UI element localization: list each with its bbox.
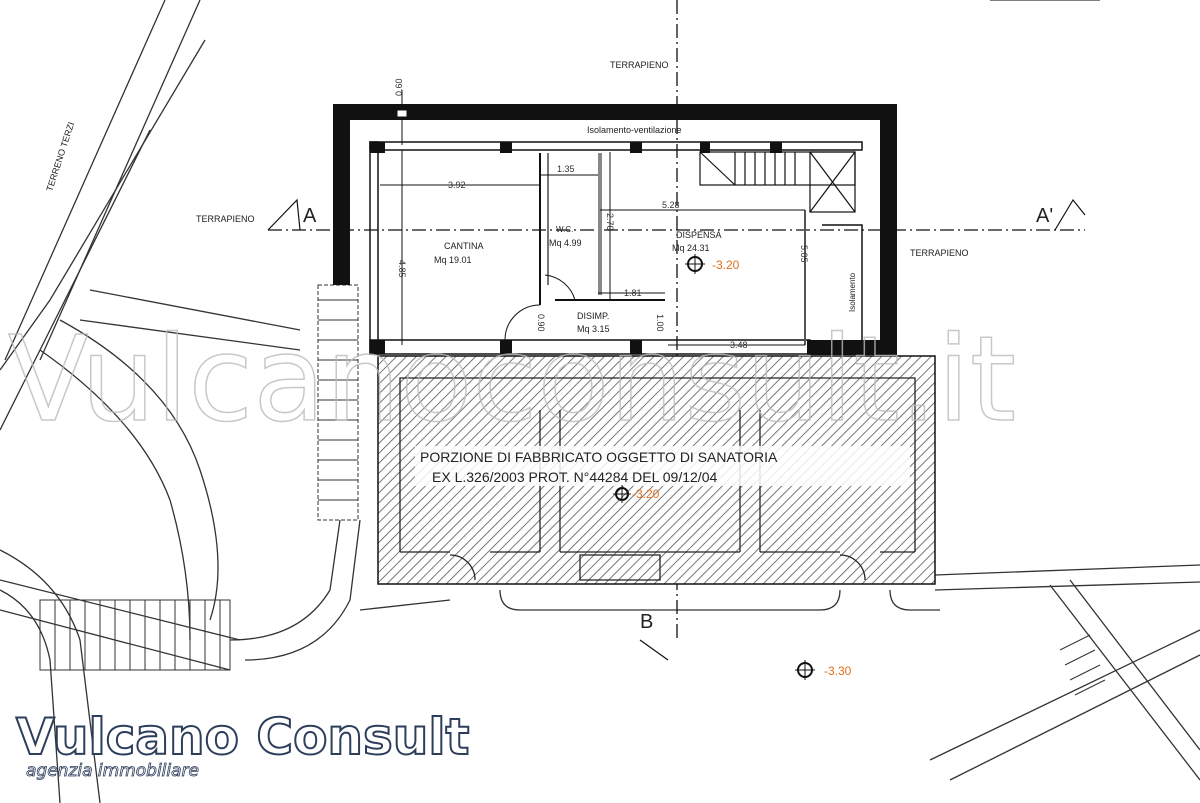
terreno-terzi: TERRENO TERZI: [44, 121, 76, 193]
room-dispensa: DISPENSA Mq 24.31: [672, 230, 722, 253]
svg-text:W.C.: W.C.: [556, 225, 573, 234]
section-a-prime-label: A': [1036, 205, 1053, 227]
company-logo: Vulcano Consult agenzia immobiliare: [15, 707, 470, 781]
dimension-labels: 0.60 3.92 1.35 5.28 4.85 2.70 5.05 1.81 …: [394, 78, 809, 350]
svg-text:1.35: 1.35: [557, 164, 575, 174]
svg-text:Mq 24.31: Mq 24.31: [672, 243, 710, 253]
svg-text:1.81: 1.81: [624, 288, 642, 298]
svg-text:Mq 19.01: Mq 19.01: [434, 255, 472, 265]
svg-text:DISPENSA: DISPENSA: [676, 230, 722, 240]
sanatoria-line1: PORZIONE DI FABBRICATO OGGETTO DI SANATO…: [420, 449, 778, 465]
level-marker-icon: [613, 254, 815, 680]
level-sanatoria: -3.20: [632, 487, 660, 501]
section-a-label: A: [303, 205, 317, 227]
sanatoria-line2: EX L.326/2003 PROT. N°44284 DEL 09/12/04: [432, 469, 717, 485]
svg-text:1.00: 1.00: [655, 314, 665, 332]
svg-text:0.90: 0.90: [536, 314, 546, 332]
svg-text:Vulcano Consult: Vulcano Consult: [16, 708, 469, 766]
svg-text:5.05: 5.05: [799, 245, 809, 263]
stairs-outdoor: [39, 284, 1106, 696]
level-dispensa: -3.20: [712, 258, 740, 272]
section-b-marker: [639, 639, 669, 661]
terrapieno-right: TERRAPIENO: [910, 248, 969, 258]
level-outside: -3.30: [824, 664, 852, 678]
svg-text:4.85: 4.85: [397, 260, 407, 278]
svg-text:Mq 4.99: Mq 4.99: [549, 238, 582, 248]
section-b-label: B: [640, 611, 653, 633]
svg-text:3.48: 3.48: [730, 340, 748, 350]
room-wc: W.C. Mq 4.99: [549, 225, 582, 248]
svg-text:0.60: 0.60: [394, 78, 404, 96]
svg-text:5.28: 5.28: [662, 200, 680, 210]
isolamento-label: Isolamento: [848, 272, 857, 312]
walls: [333, 90, 897, 355]
svg-text:2.70: 2.70: [605, 213, 615, 231]
watermark: Vulcanoconsult.it: [8, 310, 1016, 448]
room-disimp: DISIMP. Mq 3.15: [577, 311, 610, 334]
svg-text:DISIMP.: DISIMP.: [577, 311, 609, 321]
interior-stairs: [699, 151, 856, 213]
sanatoria-label-bg: [415, 446, 910, 486]
svg-text:Mq 3.15: Mq 3.15: [577, 324, 610, 334]
section-a-marker: [267, 198, 1086, 231]
svg-text:CANTINA: CANTINA: [444, 241, 484, 251]
terrapieno-top: TERRAPIENO: [610, 60, 669, 70]
room-cantina: CANTINA Mq 19.01: [434, 241, 484, 265]
svg-text:3.92: 3.92: [448, 180, 466, 190]
terrapieno-left: TERRAPIENO: [196, 214, 255, 224]
svg-text:agenzia immobiliare: agenzia immobiliare: [26, 761, 199, 781]
dimension-lines: [380, 150, 805, 346]
isolamento-ventilazione: Isolamento-ventilazione: [587, 125, 682, 135]
